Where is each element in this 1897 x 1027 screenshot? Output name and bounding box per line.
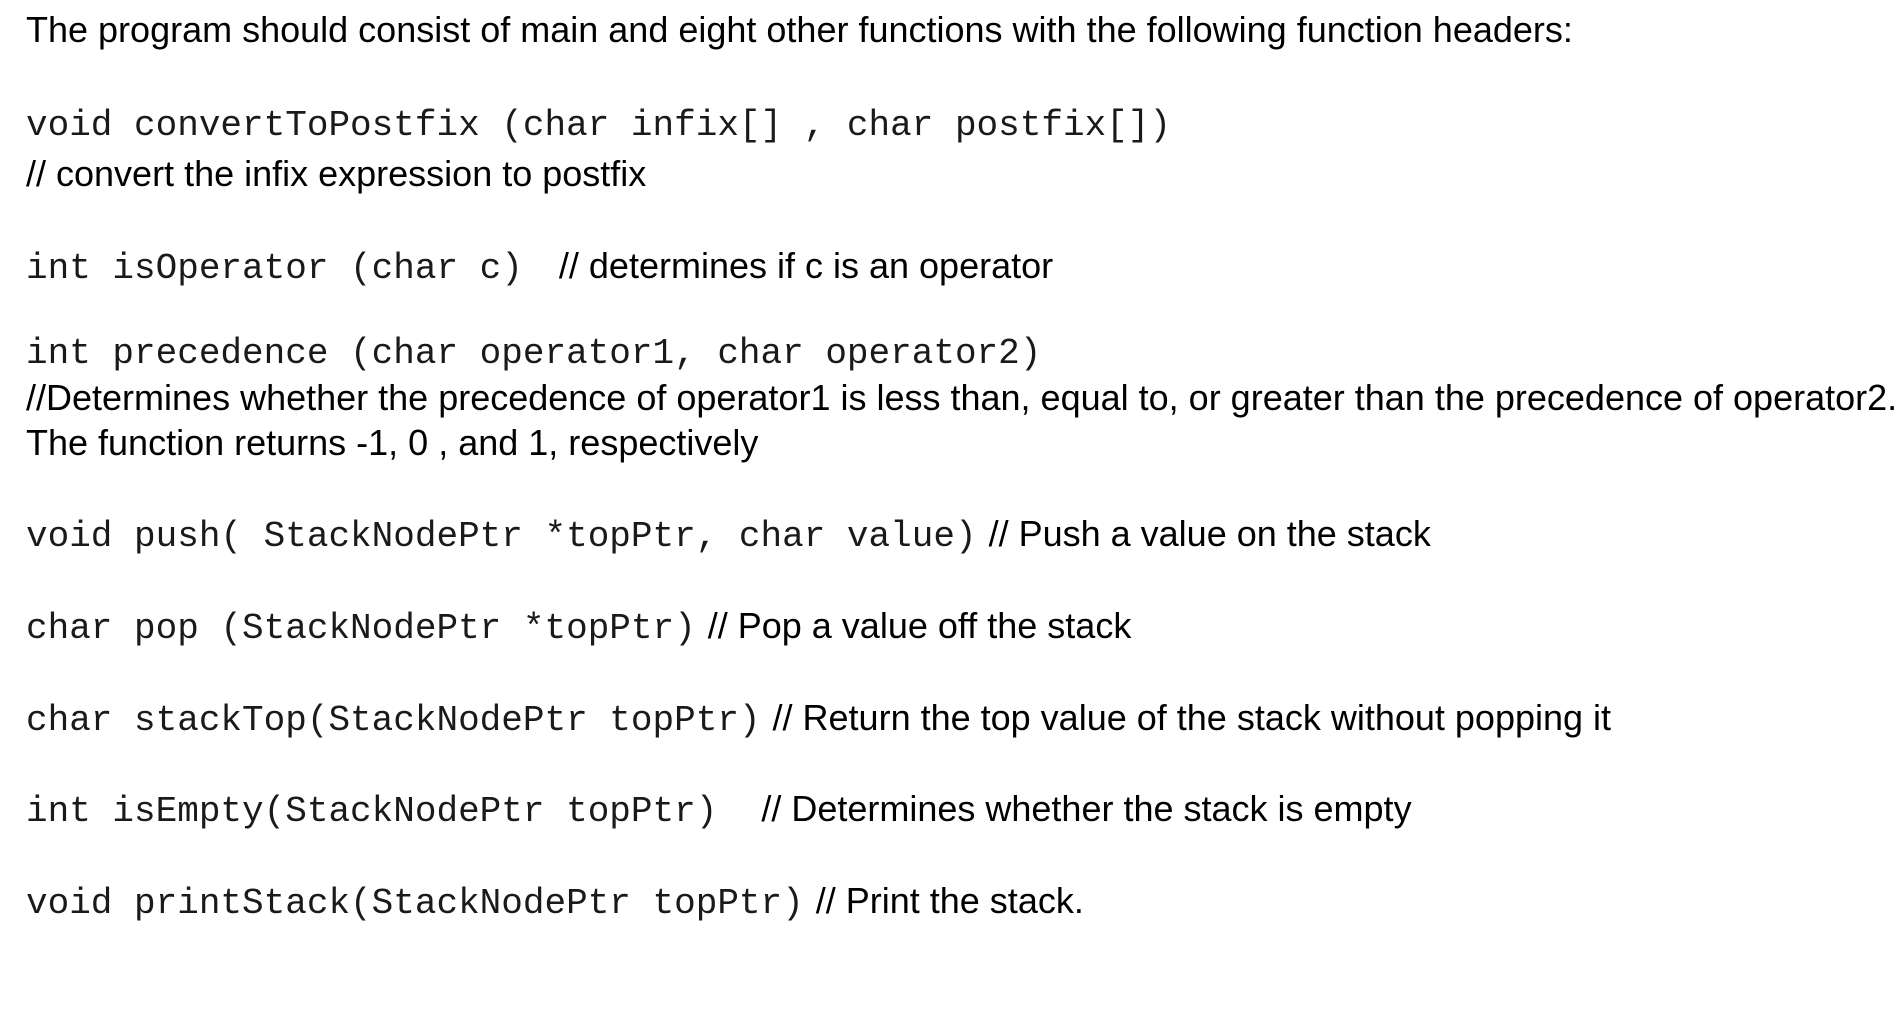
signature-push: void push( StackNodePtr *topPtr, char va… xyxy=(26,516,977,557)
signature-is-operator: int isOperator (char c) xyxy=(26,248,523,289)
signature-stack-top: char stackTop(StackNodePtr topPtr) xyxy=(26,700,761,741)
comment-pop: // Pop a value off the stack xyxy=(707,605,1132,646)
intro-text: The program should consist of main and e… xyxy=(26,9,1573,50)
row-print-stack: void printStack(StackNodePtr topPtr) // P… xyxy=(26,883,1084,922)
row-pop: char pop (StackNodePtr *topPtr) // Pop a … xyxy=(26,608,1131,647)
row-is-operator: int isOperator (char c) // determines if … xyxy=(26,248,1053,287)
comment-is-empty: // Determines whether the stack is empty xyxy=(761,788,1412,829)
row-push: void push( StackNodePtr *topPtr, char va… xyxy=(26,516,1431,555)
comment-precedence: //Determines whether the precedence of o… xyxy=(26,377,1897,418)
row-stack-top: char stackTop(StackNodePtr topPtr) // Ret… xyxy=(26,700,1611,739)
signature-precedence: int precedence (char operator1, char ope… xyxy=(26,333,1042,374)
comment-convert-to-postfix: // convert the infix expression to postf… xyxy=(26,153,647,194)
signature-print-stack: void printStack(StackNodePtr topPtr) xyxy=(26,883,804,924)
comment-is-operator: // determines if c is an operator xyxy=(558,245,1054,286)
comment-push: // Push a value on the stack xyxy=(988,513,1431,554)
signature-convert-to-postfix: void convertToPostfix (char infix[] , ch… xyxy=(26,105,1171,146)
document-page: The program should consist of main and e… xyxy=(26,0,1897,1027)
comment-precedence-cont: The function returns -1, 0 , and 1, resp… xyxy=(26,422,759,463)
signature-pop: char pop (StackNodePtr *topPtr) xyxy=(26,608,696,649)
row-is-empty: int isEmpty(StackNodePtr topPtr) // Deter… xyxy=(26,791,1412,830)
signature-is-empty: int isEmpty(StackNodePtr topPtr) xyxy=(26,791,718,832)
comment-print-stack: // Print the stack. xyxy=(815,880,1084,921)
comment-stack-top: // Return the top value of the stack wit… xyxy=(772,697,1612,738)
